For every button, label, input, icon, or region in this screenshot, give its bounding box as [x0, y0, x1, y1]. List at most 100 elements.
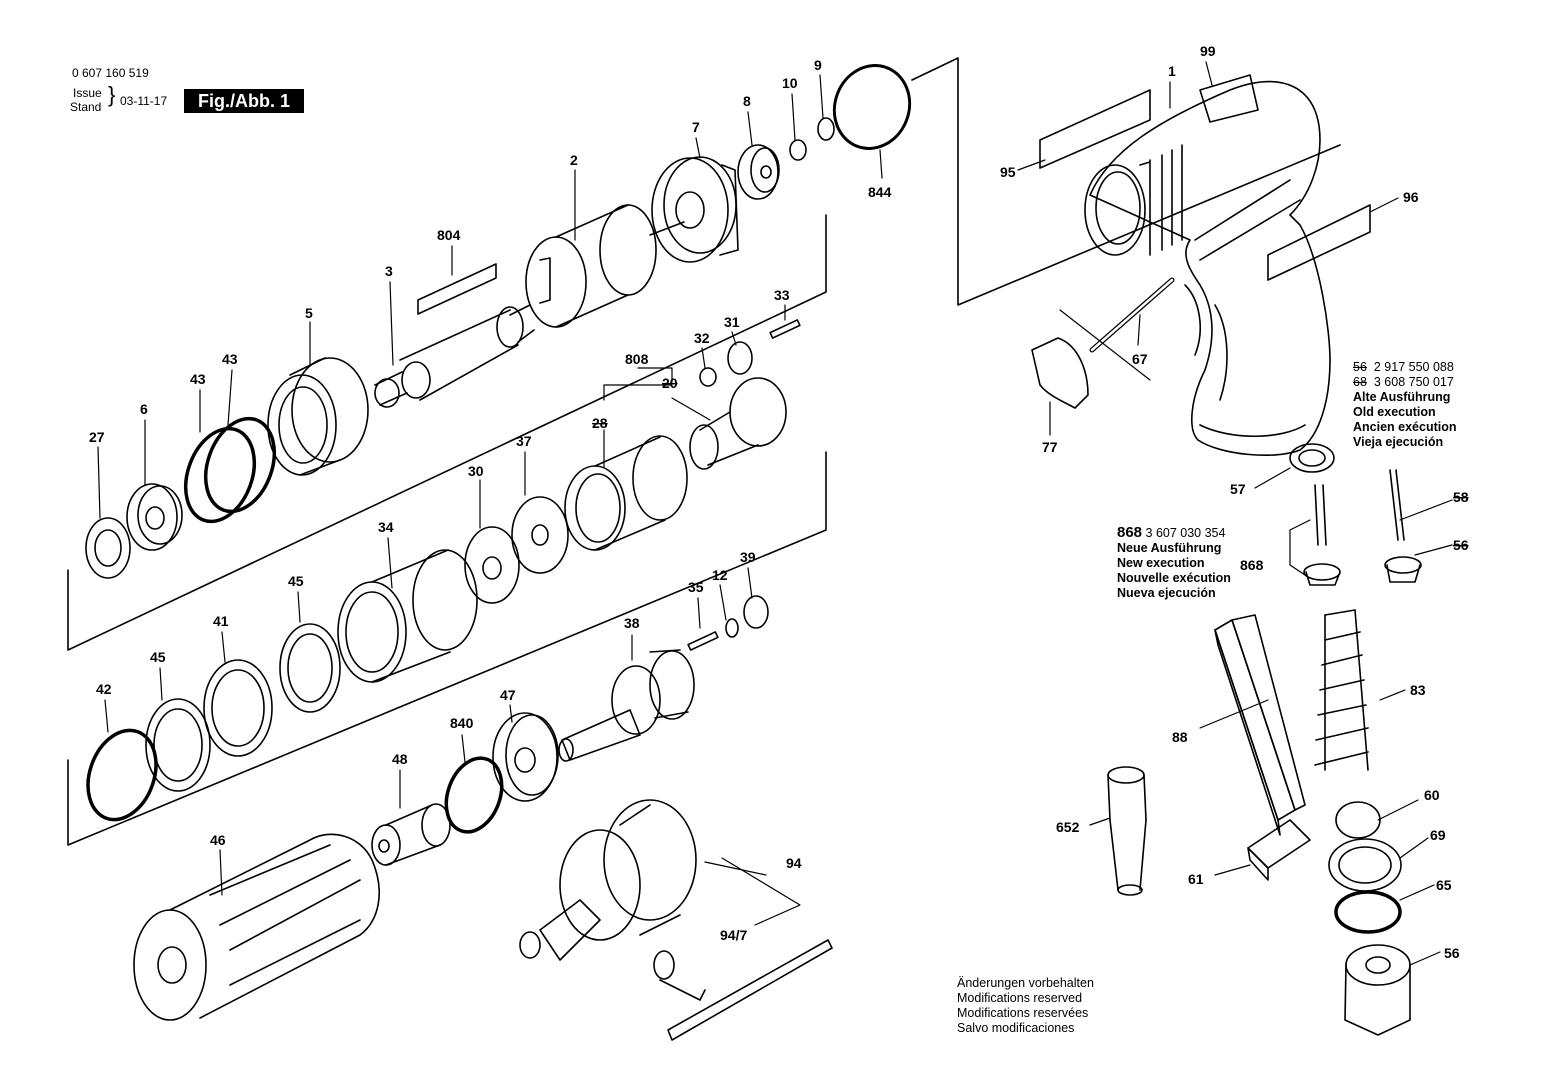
trigger-77 — [1031, 337, 1089, 409]
part-number: 0 607 160 519 — [72, 66, 149, 80]
valve-868 — [1303, 484, 1341, 586]
label-652: 652 — [1056, 819, 1080, 835]
label-844: 844 — [868, 184, 892, 200]
label-7: 7 — [692, 119, 700, 135]
label-65: 65 — [1436, 877, 1452, 893]
label-77: 77 — [1042, 439, 1058, 455]
callouts: 1 99 95 96 67 77 10 9 8 7 2 804 3 5 43 4… — [89, 43, 1469, 961]
label-8: 8 — [743, 93, 751, 109]
label-99: 99 — [1200, 43, 1216, 59]
stand-label: Stand — [70, 100, 102, 114]
o-ring-42 — [86, 728, 158, 822]
bushing-48 — [371, 803, 451, 866]
label-56b: 56 — [1444, 945, 1460, 961]
old-title-fr: Ancien exécution — [1353, 420, 1457, 434]
label-60: 60 — [1424, 787, 1440, 803]
filter-88 — [1214, 614, 1306, 836]
label-32: 32 — [694, 330, 710, 346]
bearing-6 — [126, 483, 178, 551]
label-804: 804 — [437, 227, 461, 243]
label-95: 95 — [1000, 164, 1016, 180]
washer-10 — [789, 139, 807, 161]
label-38: 38 — [624, 615, 640, 631]
new-part: 3 607 030 354 — [1145, 526, 1226, 540]
new-execution-note: 868 3 607 030 354 Neue Ausführung New ex… — [1117, 525, 1231, 601]
housing-body — [1084, 80, 1331, 456]
label-strip-95 — [1039, 89, 1151, 169]
gear-39 — [743, 595, 769, 629]
label-56a: 56 — [1453, 537, 1469, 553]
ring-57 — [1289, 443, 1335, 473]
old-line1-part: 2 917 550 088 — [1373, 360, 1454, 374]
footer-fr: Modifications reservées — [957, 1006, 1089, 1020]
label-57: 57 — [1230, 481, 1246, 497]
brace: } — [108, 82, 116, 107]
pin-33 — [769, 319, 801, 339]
new-title-fr: Nouvelle exécution — [1117, 571, 1231, 585]
label-20: 20 — [662, 375, 678, 391]
label-6: 6 — [140, 401, 148, 417]
label-48: 48 — [392, 751, 408, 767]
label-47: 47 — [500, 687, 516, 703]
label-808: 808 — [625, 351, 649, 367]
frame-upper — [67, 214, 827, 651]
old-title-de: Alte Ausführung — [1353, 390, 1451, 404]
leader-lines — [97, 61, 1453, 966]
label-33: 33 — [774, 287, 790, 303]
fitting-652 — [1107, 766, 1147, 896]
old-line2-part: 3 608 750 017 — [1373, 375, 1454, 389]
frame-lower — [67, 451, 827, 846]
bearing-8 — [737, 144, 779, 200]
label-94-7: 94/7 — [720, 927, 747, 943]
spindle-38 — [558, 649, 695, 762]
label-1: 1 — [1168, 63, 1176, 79]
block-61 — [1247, 819, 1311, 881]
washer-12 — [725, 618, 739, 638]
new-title-de: Neue Ausführung — [1117, 541, 1222, 555]
label-2: 2 — [570, 152, 578, 168]
bearing-47 — [492, 712, 558, 802]
o-ring-844 — [832, 64, 912, 150]
spring-83 — [1314, 609, 1369, 771]
bolt-32 — [699, 367, 717, 387]
chuck-94 — [519, 799, 697, 961]
washer-37 — [511, 496, 569, 574]
grip-sleeve-46 — [133, 833, 380, 1021]
o-ring-840 — [444, 756, 504, 834]
label-61: 61 — [1188, 871, 1204, 887]
label-39: 39 — [740, 549, 756, 565]
label-34: 34 — [378, 519, 394, 535]
rotor-3 — [374, 304, 535, 408]
planet-carrier-20 — [689, 377, 787, 470]
new-title-es: Nueva ejecución — [1117, 586, 1216, 600]
bearing-cap-5 — [267, 357, 369, 476]
label-45a: 45 — [288, 573, 304, 589]
label-10: 10 — [782, 75, 798, 91]
label-67: 67 — [1132, 351, 1148, 367]
new-title-en: New execution — [1117, 556, 1205, 570]
label-strip-96 — [1267, 204, 1371, 281]
label-58: 58 — [1453, 489, 1469, 505]
label-43a: 43 — [222, 351, 238, 367]
old-line2-num: 68 — [1353, 375, 1367, 389]
label-37: 37 — [516, 433, 532, 449]
label-94: 94 — [786, 855, 802, 871]
label-12: 12 — [712, 567, 728, 583]
figure-badge: Fig./Abb. 1 — [184, 89, 304, 113]
label-30: 30 — [468, 463, 484, 479]
sleeve-34 — [337, 549, 478, 683]
new-num: 868 — [1117, 524, 1143, 541]
label-3: 3 — [385, 263, 393, 279]
label-28: 28 — [592, 415, 608, 431]
issue-label: Issue — [73, 86, 102, 100]
label-42: 42 — [96, 681, 112, 697]
modifications-note: Änderungen vorbehalten Modifications res… — [957, 976, 1094, 1036]
o-ring-43b — [203, 416, 277, 514]
o-ring-43a — [183, 426, 257, 524]
bearing-41 — [203, 659, 273, 757]
old-line1-num: 56 — [1353, 360, 1367, 374]
old-title-en: Old execution — [1353, 405, 1436, 419]
label-88: 88 — [1172, 729, 1188, 745]
vane-804 — [417, 263, 497, 315]
